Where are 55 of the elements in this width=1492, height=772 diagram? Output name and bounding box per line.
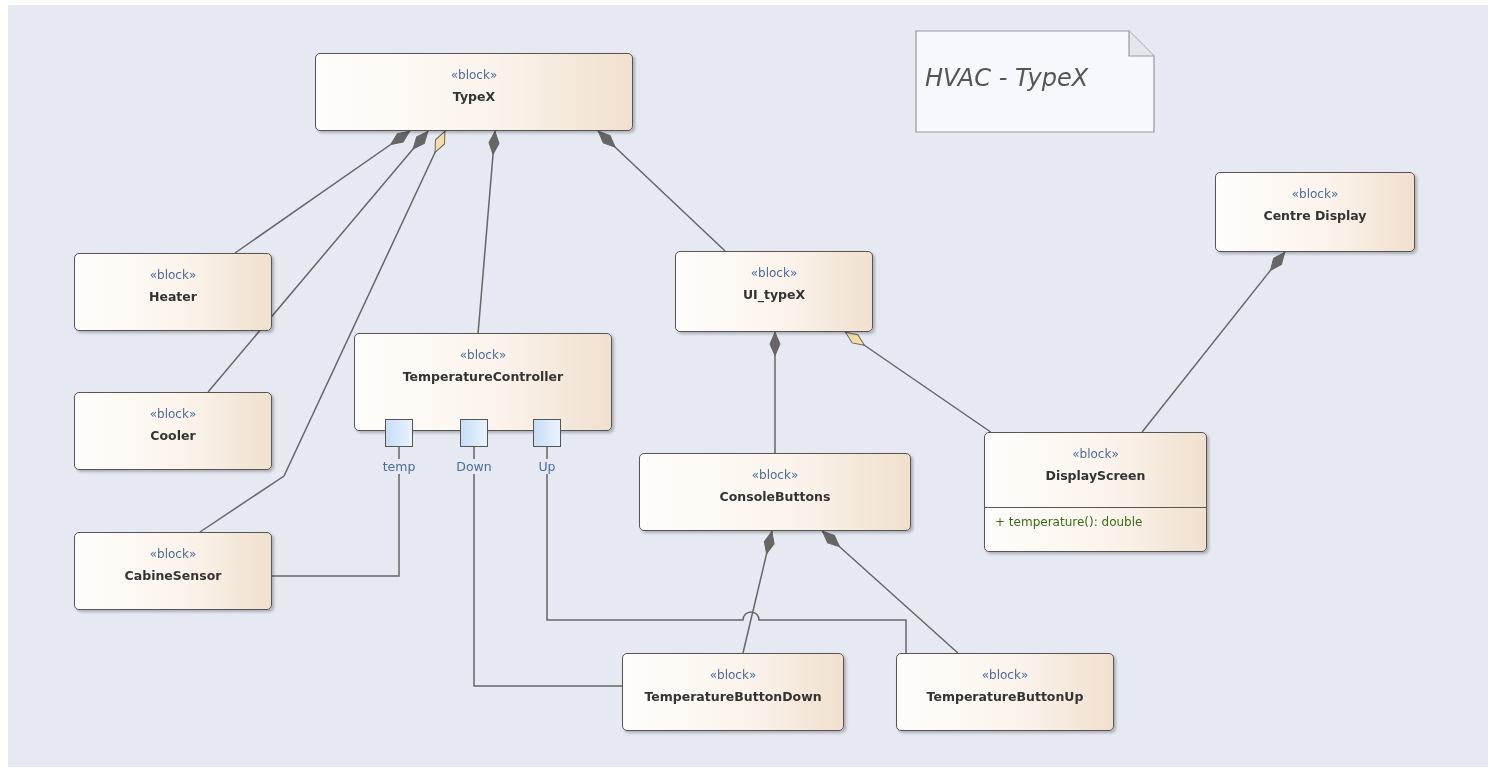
block-name: DisplayScreen xyxy=(1045,468,1146,484)
block-box xyxy=(74,532,272,610)
block-box xyxy=(1215,172,1415,252)
block-name: ConsoleButtons xyxy=(719,489,831,505)
port-label: temp xyxy=(380,459,418,474)
composition-line xyxy=(207,130,429,393)
stereotype-label: «block» xyxy=(149,407,197,422)
stereotype-label: «block» xyxy=(149,268,197,283)
block-box xyxy=(984,432,1207,552)
block-box xyxy=(622,653,844,731)
connector-line xyxy=(271,446,400,577)
stereotype-label: «block» xyxy=(1072,447,1119,462)
block-box xyxy=(896,653,1114,731)
stereotype-label: «block» xyxy=(750,266,798,281)
block-box xyxy=(74,392,272,470)
stereotype-label: «block» xyxy=(1291,187,1339,202)
block-box xyxy=(675,251,873,332)
block-box xyxy=(315,53,633,131)
stereotype-label: «block» xyxy=(981,668,1029,683)
port-square xyxy=(460,419,488,447)
port-square xyxy=(533,419,561,447)
block-name: Centre Display xyxy=(1263,208,1367,224)
stereotype-label: «block» xyxy=(459,348,507,363)
aggregation-line xyxy=(199,130,446,533)
block-name: CabineSensor xyxy=(124,568,222,584)
block-box xyxy=(74,253,272,331)
port-label: Down xyxy=(454,459,494,474)
composition-line xyxy=(234,130,411,254)
note-shape xyxy=(915,30,1155,133)
block-name: TemperatureController xyxy=(402,369,564,385)
stereotype-label: «block» xyxy=(450,68,498,83)
block-name: Cooler xyxy=(150,428,196,444)
block-name: TypeX xyxy=(452,89,496,105)
stereotype-label: «block» xyxy=(709,668,757,683)
note-text: HVAC - TypeX xyxy=(925,64,1089,92)
composition-line xyxy=(1141,251,1286,433)
port-square xyxy=(385,419,413,447)
block-name: UI_typeX xyxy=(742,287,806,303)
composition-line xyxy=(769,331,781,454)
port-label: Up xyxy=(536,459,558,474)
composition-line xyxy=(477,130,500,334)
composition-line xyxy=(597,130,726,252)
block-box xyxy=(354,333,612,431)
block-name: TemperatureButtonDown xyxy=(644,689,822,705)
block-box xyxy=(639,453,911,531)
operation-text: + temperature(): double xyxy=(995,515,1143,530)
composition-line xyxy=(742,530,775,654)
block-name: TemperatureButtonUp xyxy=(926,689,1084,705)
connector-line xyxy=(473,446,623,687)
stereotype-label: «block» xyxy=(751,468,799,483)
connector-line xyxy=(546,446,907,654)
aggregation-line xyxy=(844,331,992,433)
block-name: Heater xyxy=(149,289,197,305)
stereotype-label: «block» xyxy=(149,547,197,562)
composition-line xyxy=(821,530,959,654)
